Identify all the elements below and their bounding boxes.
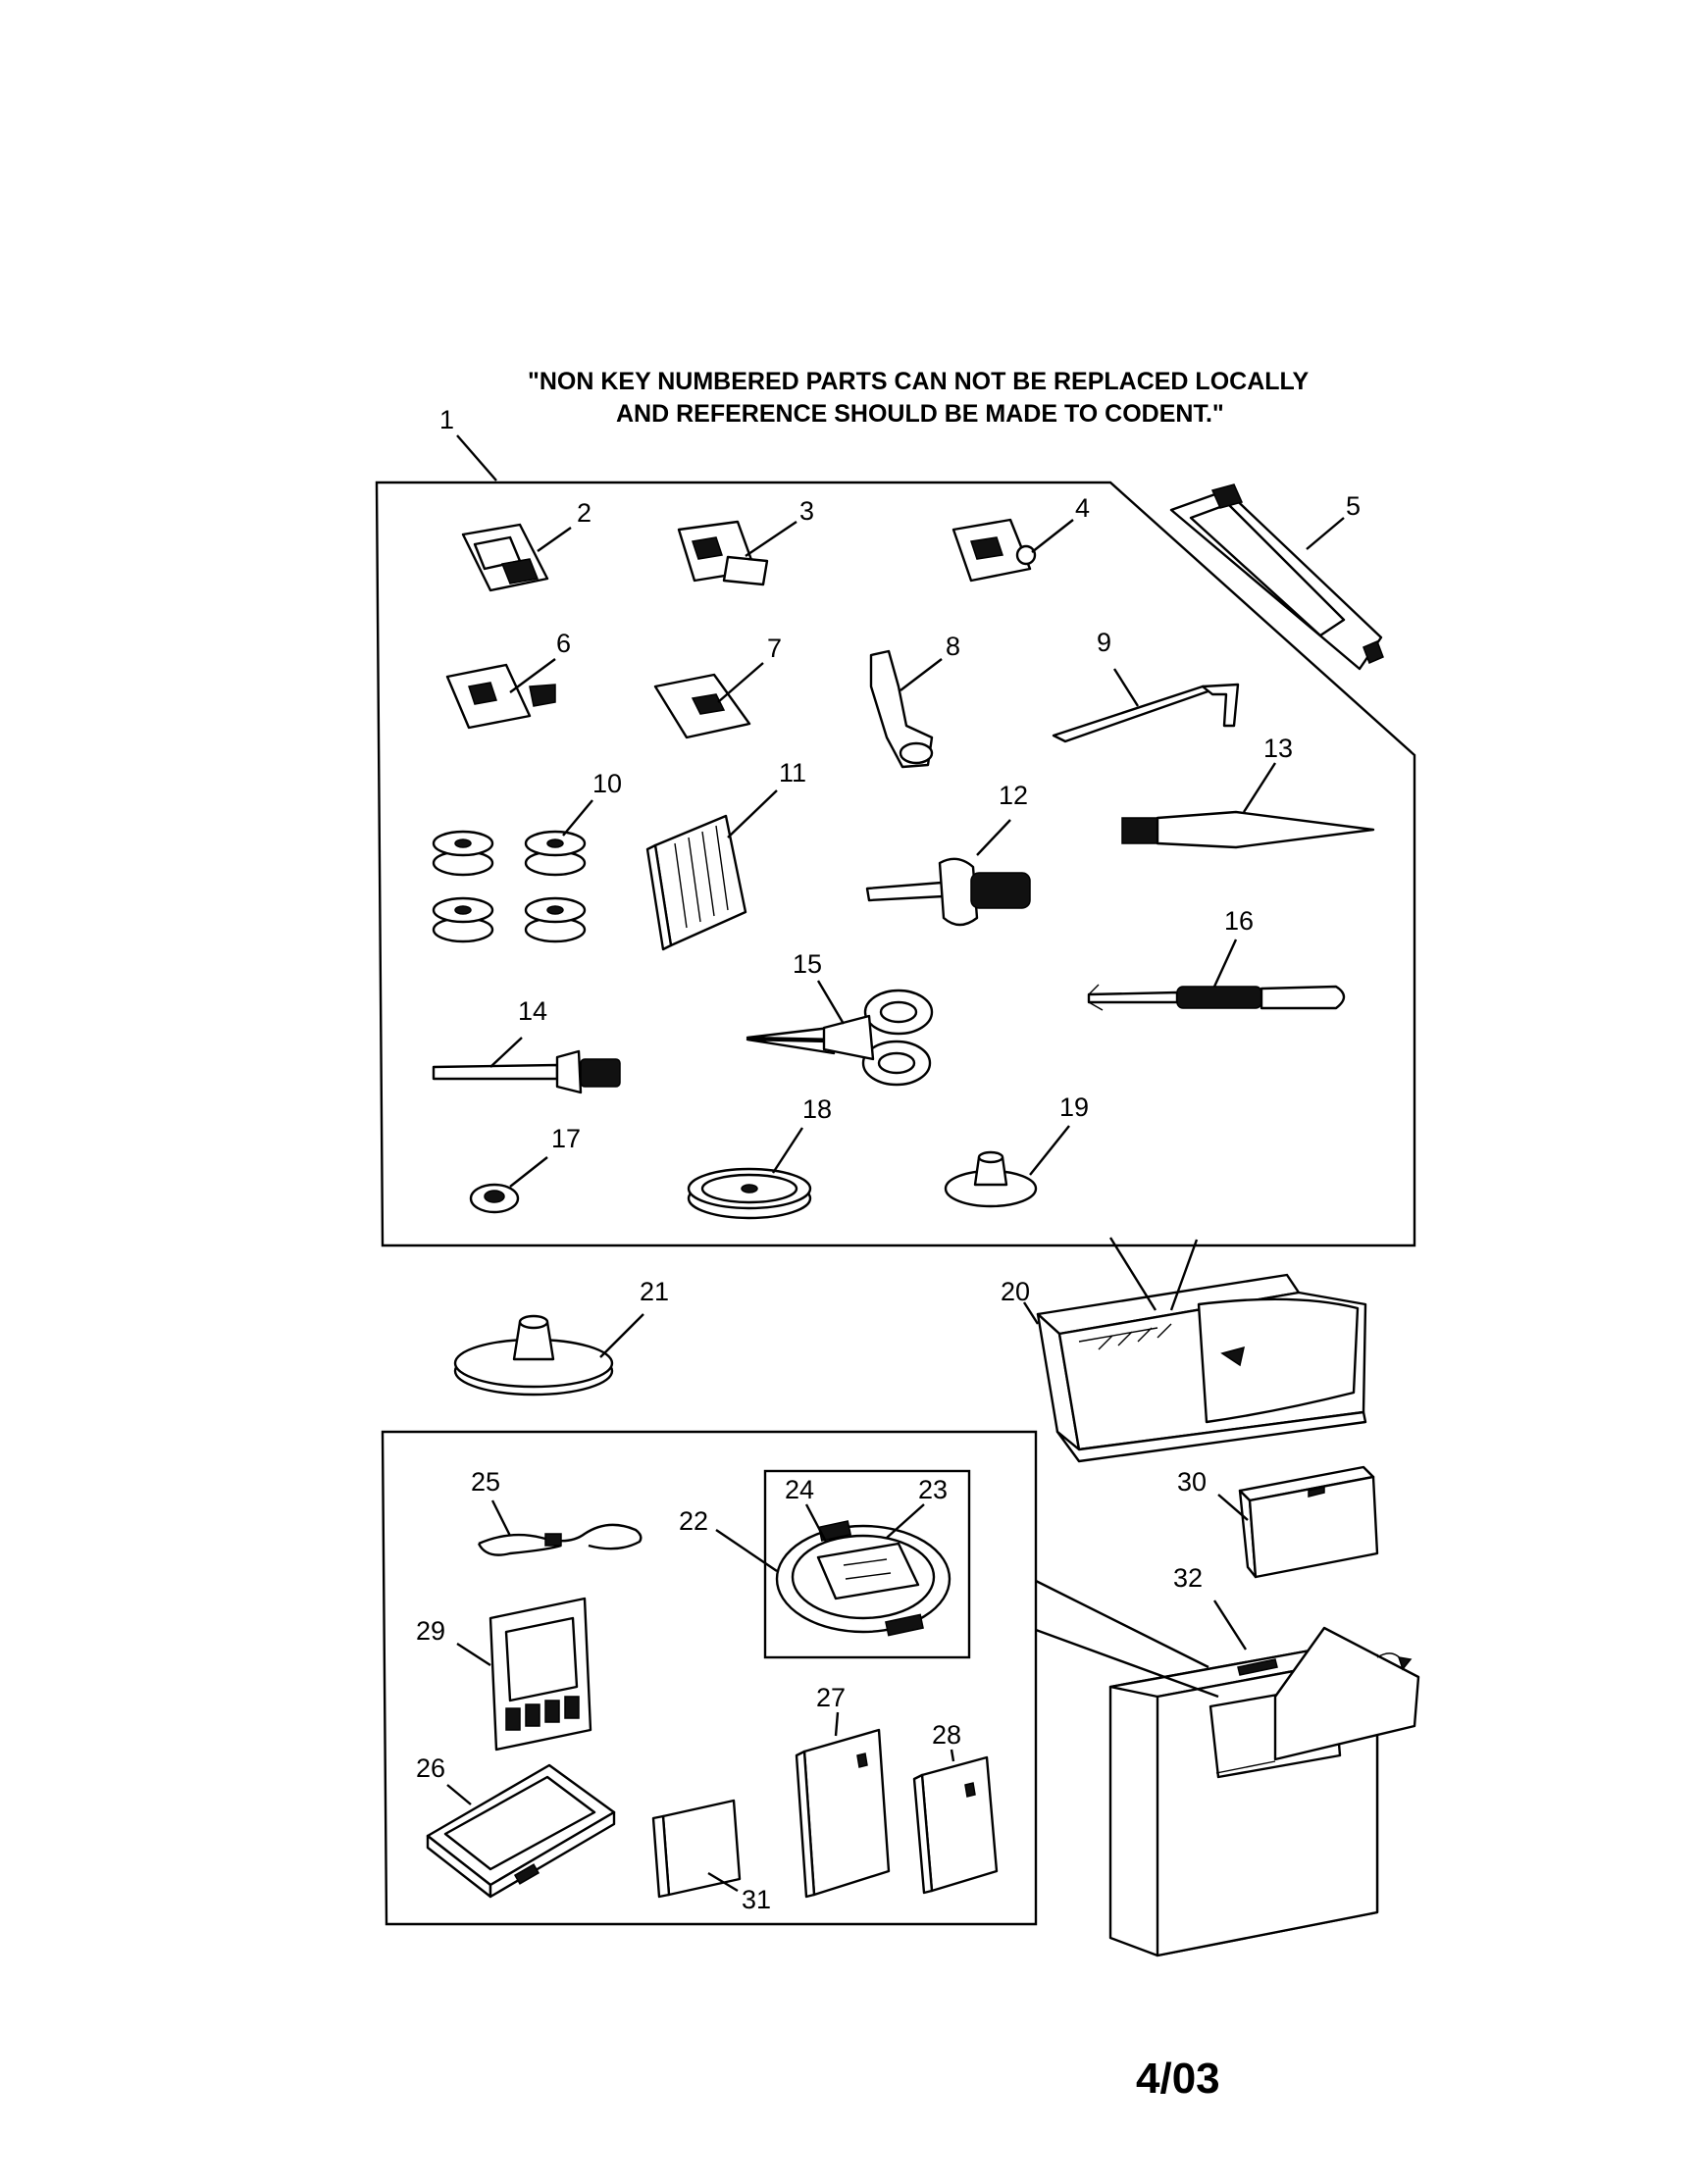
spool-holder-19	[944, 1150, 1038, 1208]
manual-28	[912, 1755, 999, 1895]
page-number: 4/03	[1136, 2055, 1220, 2103]
callout-9: 9	[1097, 628, 1111, 657]
seam-ripper-16	[1087, 984, 1346, 1011]
screwdriver-12	[865, 857, 1031, 927]
callout-27: 27	[816, 1683, 846, 1712]
callout-21: 21	[640, 1277, 669, 1306]
callout-30: 30	[1177, 1467, 1207, 1497]
shank-8	[869, 649, 934, 769]
callout-6: 6	[556, 629, 571, 658]
note-line-1: "NON KEY NUMBERED PARTS CAN NOT BE REPLA…	[528, 368, 1309, 395]
embroidery-hoop-22	[775, 1520, 951, 1637]
manual-27	[795, 1728, 891, 1899]
callout-8: 8	[946, 632, 960, 661]
callout-7: 7	[767, 634, 782, 663]
callout-32: 32	[1173, 1563, 1203, 1593]
callout-15: 15	[793, 949, 822, 979]
bobbins-10	[432, 830, 587, 943]
callout-14: 14	[518, 996, 547, 1026]
booklet-31	[651, 1799, 742, 1899]
presser-foot-3	[677, 520, 769, 586]
presser-foot-6	[445, 663, 556, 730]
buttonhole-foot-5	[1169, 483, 1384, 671]
callout-13: 13	[1263, 734, 1293, 763]
accessory-group-outline	[375, 481, 1416, 1247]
callout-16: 16	[1224, 906, 1254, 936]
callout-26: 26	[416, 1753, 445, 1783]
callout-10: 10	[592, 769, 622, 798]
presser-foot-2	[461, 523, 549, 592]
callout-12: 12	[999, 781, 1028, 810]
callout-19: 19	[1059, 1092, 1089, 1122]
thread-card-29	[489, 1597, 592, 1752]
spool-holder-21	[453, 1314, 614, 1397]
presser-foot-4	[951, 518, 1037, 583]
lint-brush-13	[1121, 810, 1375, 849]
spool-pin-14	[432, 1049, 621, 1094]
carrying-case-32	[1108, 1626, 1420, 1957]
note-line-2: AND REFERENCE SHOULD BE MADE TO CODENT."	[616, 400, 1224, 428]
callout-31: 31	[742, 1885, 771, 1914]
presser-foot-7	[653, 673, 751, 739]
small-disc-17	[469, 1183, 520, 1214]
lower-accessory-group-outline	[381, 1430, 1038, 1926]
quilting-guide-9	[1052, 683, 1240, 743]
callout-18: 18	[802, 1094, 832, 1124]
callout-11: 11	[779, 758, 806, 787]
callout-1: 1	[439, 405, 454, 434]
spool-cap-18	[687, 1167, 812, 1220]
callout-28: 28	[932, 1720, 961, 1750]
needle-pack-11	[645, 814, 747, 951]
callout-4: 4	[1075, 493, 1090, 523]
callout-23: 23	[918, 1475, 948, 1504]
callout-3: 3	[799, 496, 814, 526]
callout-2: 2	[577, 498, 591, 528]
callout-5: 5	[1346, 491, 1361, 521]
callout-20: 20	[1001, 1277, 1030, 1306]
power-cord-25	[477, 1523, 643, 1556]
callout-29: 29	[416, 1616, 445, 1646]
callout-25: 25	[471, 1467, 500, 1497]
callout-22: 22	[679, 1506, 708, 1536]
template-26	[426, 1763, 616, 1899]
accessory-tray-20	[1036, 1273, 1367, 1463]
callout-24: 24	[785, 1475, 814, 1504]
callout-17: 17	[551, 1124, 581, 1153]
scissors-15	[746, 989, 934, 1087]
box-lid-30	[1238, 1465, 1379, 1579]
